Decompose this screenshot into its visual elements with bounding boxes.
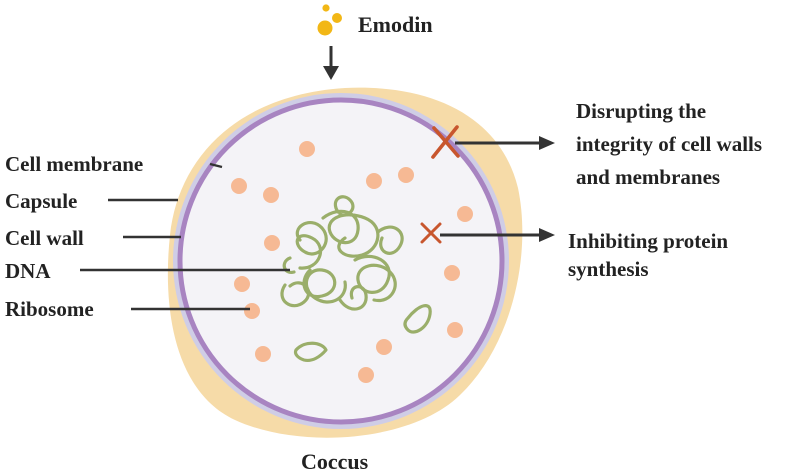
protein-inhibition-line-2: synthesis — [568, 257, 649, 281]
ribosome-dot — [231, 178, 247, 194]
wall-disruption-arrow — [455, 136, 555, 150]
ribosome-dot — [457, 206, 473, 222]
ribosome-dot — [366, 173, 382, 189]
dna-cluster — [280, 195, 432, 363]
capsule-label: Capsule — [5, 189, 77, 213]
dna-label: DNA — [5, 259, 51, 283]
ribosome-dot — [358, 367, 374, 383]
emodin-drop-large — [317, 20, 333, 36]
emodin-arrow — [323, 46, 339, 80]
cell-membrane-leader — [209, 162, 223, 169]
emodin-label: Emodin — [358, 12, 433, 37]
dna-strand — [295, 221, 328, 270]
cell-membrane-label: Cell membrane — [5, 152, 143, 176]
dna-strand — [353, 254, 397, 303]
wall-disruption-line-2: integrity of cell walls — [576, 132, 762, 156]
protein-inhibition-arrow — [440, 228, 555, 242]
dna-strand — [333, 195, 355, 217]
dna-strand — [280, 281, 311, 308]
protein-inhibition-line-1: Inhibiting protein — [568, 229, 728, 253]
ribosome-group — [231, 141, 473, 383]
cell-wall-label: Cell wall — [5, 226, 84, 250]
wall-disruption-line-3: and membranes — [576, 165, 720, 189]
dna-strand — [282, 256, 296, 275]
ribosome-dot — [299, 141, 315, 157]
protein-inhibition-label: Inhibiting protein synthesis — [568, 229, 733, 281]
wall-disruption-line-1: Disrupting the — [576, 99, 706, 123]
ribosome-dot — [255, 346, 271, 362]
ribosome-dot — [264, 235, 280, 251]
ribosome-label: Ribosome — [5, 297, 94, 321]
coccus-label: Coccus — [301, 449, 369, 474]
dna-loop — [293, 341, 328, 363]
ribosome-dot — [444, 265, 460, 281]
ribosome-dot — [376, 339, 392, 355]
dna-strand — [338, 285, 368, 311]
wall-disruption-label: Disrupting the integrity of cell walls a… — [576, 99, 767, 189]
ribosome-dot — [447, 322, 463, 338]
wall-disruption-mark — [431, 125, 460, 159]
ribosome-dot — [398, 167, 414, 183]
cell-membrane-layer — [177, 97, 505, 425]
leader-lines — [80, 162, 290, 311]
emodin-drop-small — [322, 4, 330, 12]
emodin-drop-medium — [332, 13, 342, 23]
ribosome-dot — [263, 187, 279, 203]
ribosome-dot — [244, 303, 260, 319]
protein-inhibition-mark — [420, 222, 442, 244]
dna-loop — [403, 304, 432, 334]
ribosome-dot — [234, 276, 250, 292]
dna-strand — [376, 225, 404, 255]
emodin-drop-icon — [317, 4, 342, 36]
